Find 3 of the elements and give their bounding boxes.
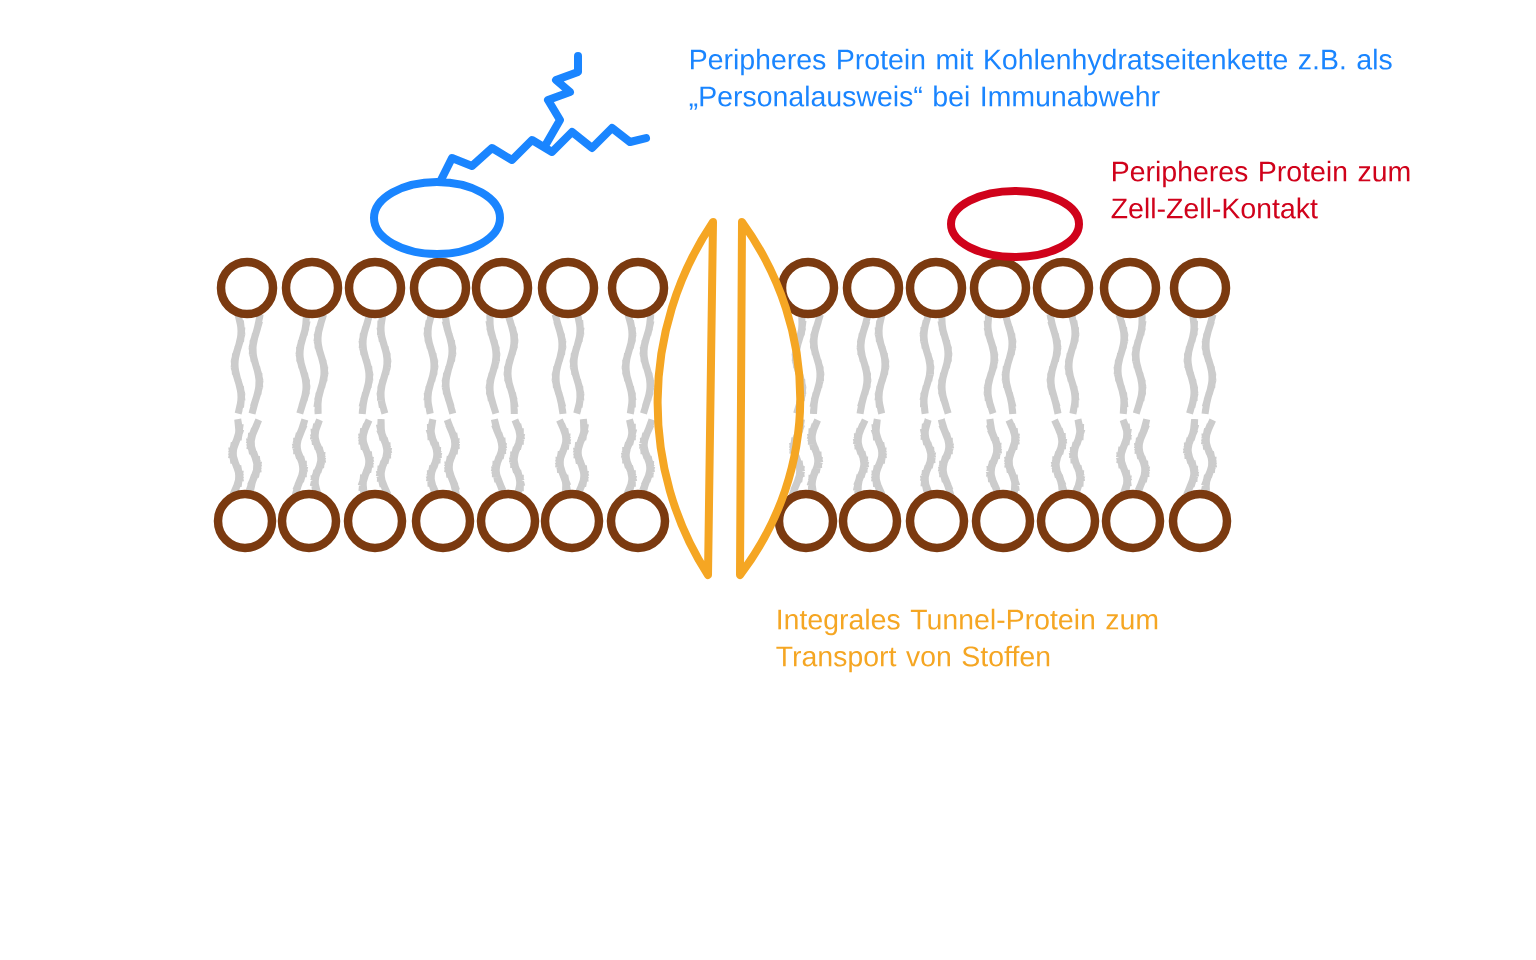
annotation-text: Peripheres Protein zum Zell-Zell-Kontakt (1111, 160, 1410, 219)
annotation-text: Peripheres Protein mit Kohlenhydratseitenkette z.B. als „Personalausweis“ bei Immunabwehr (689, 48, 1392, 110)
annotation-text: Integrales Tunnel-Protein zum Transport von Stoffen (776, 608, 1158, 673)
